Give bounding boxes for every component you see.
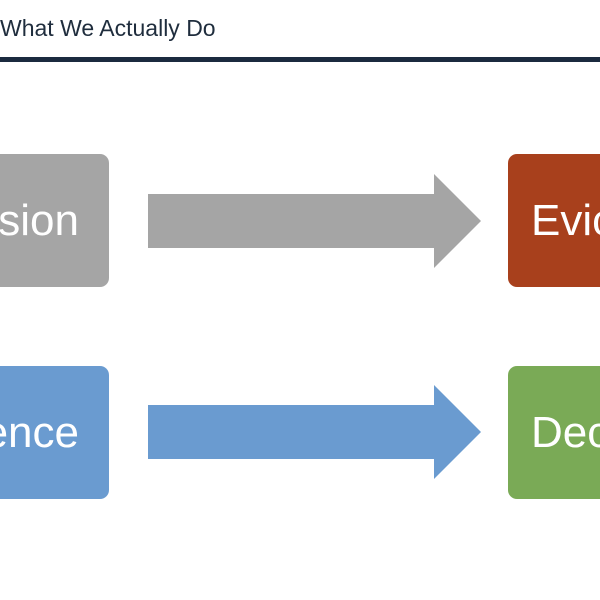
- row2-target-box: Dec: [508, 366, 600, 499]
- row2-source-label: ence: [0, 407, 79, 457]
- row1-arrow-icon: [148, 174, 481, 268]
- row1-source-box: sion: [0, 154, 109, 287]
- row1-target-box: Evic: [508, 154, 600, 287]
- row2-arrow-icon: [148, 385, 481, 479]
- row1-target-label: Evic: [531, 195, 600, 245]
- slide-title: What We Actually Do: [0, 15, 216, 41]
- row2-source-box: ence: [0, 366, 109, 499]
- title-underline: [0, 57, 600, 62]
- row2-target-label: Dec: [531, 407, 600, 457]
- row1-source-label: sion: [0, 195, 79, 245]
